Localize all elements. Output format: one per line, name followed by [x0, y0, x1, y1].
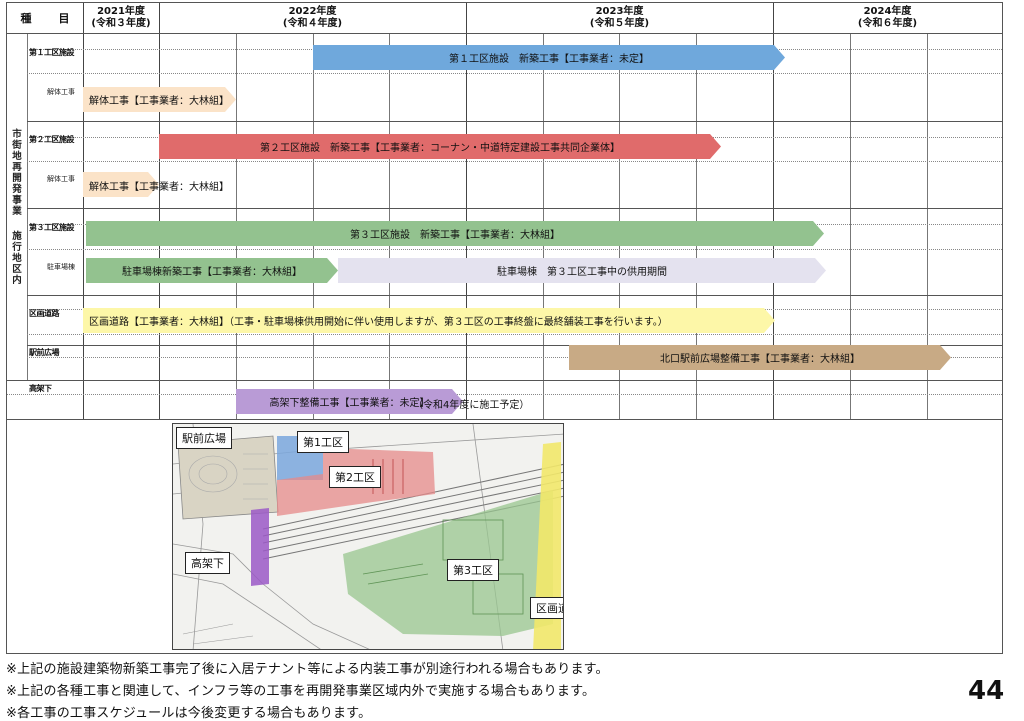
year-header-2022: 2022年度 (令和４年度): [159, 3, 466, 33]
era-2022: (令和４年度): [282, 18, 343, 29]
map-label-road: 区画道路: [530, 597, 563, 619]
year-header-2021: 2021年度 (令和３年度): [83, 3, 159, 33]
grid-line: [83, 3, 84, 420]
bar-label: 第２工区施設 新築工事【工事業者：コーナン・中道特定建設工事共同企業体】: [260, 143, 620, 154]
bar-label: 駐車場棟 第３工区工事中の供用期間: [497, 267, 667, 278]
section-under: 高架下: [29, 384, 52, 393]
bar-label: 北口駅前広場整備工事【工事業者：大林組】: [660, 354, 860, 365]
note-3: ※各工事の工事スケジュールは今後変更する場合もあります。: [6, 706, 372, 721]
map-label-under: 高架下: [185, 552, 230, 574]
row-separator: [27, 345, 1002, 346]
map-label-area2: 第2工区: [329, 466, 381, 488]
bar-under-note: （令和4年度に施工予定）: [413, 400, 530, 411]
section-road: 区画道路: [29, 309, 60, 318]
grid-line: [466, 3, 467, 420]
dotted-line: [27, 73, 1002, 74]
grid-line: [159, 3, 160, 420]
bar-label: 第１工区施設 新築工事【工事業者：未定】: [449, 54, 649, 65]
section-area2: 第２工区施設: [29, 135, 75, 144]
bar-area3-parking-construction: 駐車場棟新築工事【工事業者：大林組】: [86, 258, 338, 283]
era-2024: (令和６年度): [857, 18, 918, 29]
bar-area3-parking-use-period: 駐車場棟 第３工区工事中の供用期間: [338, 258, 826, 283]
page-number: 44: [968, 676, 1005, 706]
year-2024: 2024年度: [863, 6, 912, 17]
bar-label: 解体工事【工事業者：大林組】: [89, 96, 229, 107]
type-header-char-2: 目: [58, 12, 70, 25]
row-separator: [7, 33, 1002, 34]
map-label-plaza: 駅前広場: [176, 427, 232, 449]
bar-area3-new-construction: 第３工区施設 新築工事【工事業者：大林組】: [86, 221, 824, 246]
section-plaza: 駅前広場: [29, 348, 60, 357]
era-2021: (令和３年度): [91, 18, 151, 29]
dotted-line: [7, 394, 1002, 395]
bar-label: 区画道路【工事業者：大林組】（工事・駐車場棟供用開始に伴い使用しますが、第３工区…: [89, 317, 668, 328]
grid-line: [927, 33, 928, 420]
subsection-area2-demolition: 解体工事: [47, 175, 75, 183]
subsection-area3-parking: 駐車場棟: [47, 263, 75, 271]
side-label-district: 市街地再開発事業: [7, 129, 27, 217]
type-header: 種 目: [7, 3, 83, 33]
bar-road-construction: 区画道路【工事業者：大林組】（工事・駐車場棟供用開始に伴い使用しますが、第３工区…: [83, 308, 775, 333]
row-separator: [27, 295, 1002, 296]
year-header-2023: 2023年度 (令和５年度): [466, 3, 773, 33]
era-2023: (令和５年度): [589, 18, 650, 29]
dotted-line: [27, 249, 1002, 250]
bar-label: 高架下整備工事【工事業者：未定】: [269, 398, 430, 409]
bar-plaza-construction: 北口駅前広場整備工事【工事業者：大林組】: [569, 345, 951, 370]
schedule-sheet: 種 目 2021年度 (令和３年度) 2022年度 (令和４年度) 2023年度…: [6, 2, 1003, 654]
dotted-line: [27, 334, 1002, 335]
type-header-char-1: 種: [20, 12, 32, 25]
year-2022: 2022年度: [288, 6, 337, 17]
year-2023: 2023年度: [595, 6, 644, 17]
bar-label: 駐車場棟新築工事【工事業者：大林組】: [122, 267, 302, 278]
map-label-area3: 第3工区: [447, 559, 499, 581]
dotted-line: [27, 161, 1002, 162]
bar-area2-demolition-label: 解体工事【工事業者：大林組】: [89, 182, 229, 193]
dotted-line: [27, 357, 1002, 358]
note-2: ※上記の各種工事と関連して、インフラ等の工事を再開発事業区域内外で実施する場合も…: [6, 684, 596, 699]
site-map: 駅前広場 第1工区 第2工区 高架下 第3工区 区画道路: [172, 423, 564, 650]
row-separator: [7, 419, 1002, 420]
year-2021: 2021年度: [97, 6, 145, 17]
section-area3: 第３工区施設: [29, 223, 75, 232]
bar-area2-demolition: [83, 172, 159, 197]
row-separator: [27, 208, 1002, 209]
bar-label: 第３工区施設 新築工事【工事業者：大林組】: [350, 230, 560, 241]
row-separator: [7, 380, 1002, 381]
grid-line: [773, 3, 774, 420]
map-label-area1: 第1工区: [297, 431, 349, 453]
bar-under-construction: 高架下整備工事【工事業者：未定】: [236, 389, 463, 414]
grid-line: [850, 33, 851, 420]
bar-area1-demolition: 解体工事【工事業者：大林組】: [83, 87, 236, 112]
section-area1: 第１工区施設: [29, 48, 75, 57]
subsection-area1-demolition: 解体工事: [47, 88, 75, 96]
row-separator: [27, 121, 1002, 122]
side-label-text: 市街地再開発事業: [12, 129, 22, 217]
year-header-2024: 2024年度 (令和６年度): [773, 3, 1002, 33]
bar-area1-new-construction: 第１工区施設 新築工事【工事業者：未定】: [313, 45, 785, 70]
side-label-text: 施行地区内: [12, 231, 22, 286]
note-1: ※上記の施設建築物新築工事完了後に入居テナント等による内装工事が別途行われる場合…: [6, 662, 609, 677]
bar-area2-new-construction: 第２工区施設 新築工事【工事業者：コーナン・中道特定建設工事共同企業体】: [159, 134, 721, 159]
grid-line: [27, 33, 28, 380]
side-label-area: 施行地区内: [7, 231, 27, 286]
site-map-drawing: [173, 424, 563, 649]
